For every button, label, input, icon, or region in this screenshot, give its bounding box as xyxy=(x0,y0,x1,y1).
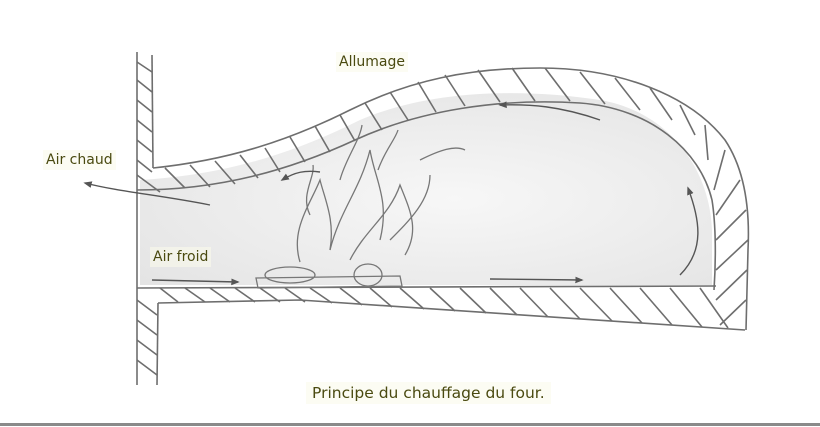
oven-vault xyxy=(136,67,750,331)
cold-air-arrow xyxy=(151,278,240,286)
vault-return-arrow xyxy=(498,101,601,121)
ignition-label: Allumage xyxy=(336,52,408,72)
oven-interior xyxy=(140,93,712,285)
hot-air-label: Air chaud xyxy=(43,150,116,170)
flue-arrow xyxy=(280,170,321,181)
horizontal-rule xyxy=(0,423,820,426)
chimney-wall xyxy=(136,52,161,386)
cropped-heading-remnant xyxy=(30,0,34,7)
cold-air-label: Air froid xyxy=(150,247,212,267)
diagram-caption: Principe du chauffage du four. xyxy=(306,382,551,404)
fire xyxy=(255,124,466,289)
airflow-arrows xyxy=(83,101,699,286)
hot-air-exit-arrow xyxy=(83,181,211,206)
floor-heat-arrow xyxy=(489,276,584,284)
oven-floor xyxy=(136,285,746,331)
rear-rise-arrow xyxy=(679,186,699,276)
